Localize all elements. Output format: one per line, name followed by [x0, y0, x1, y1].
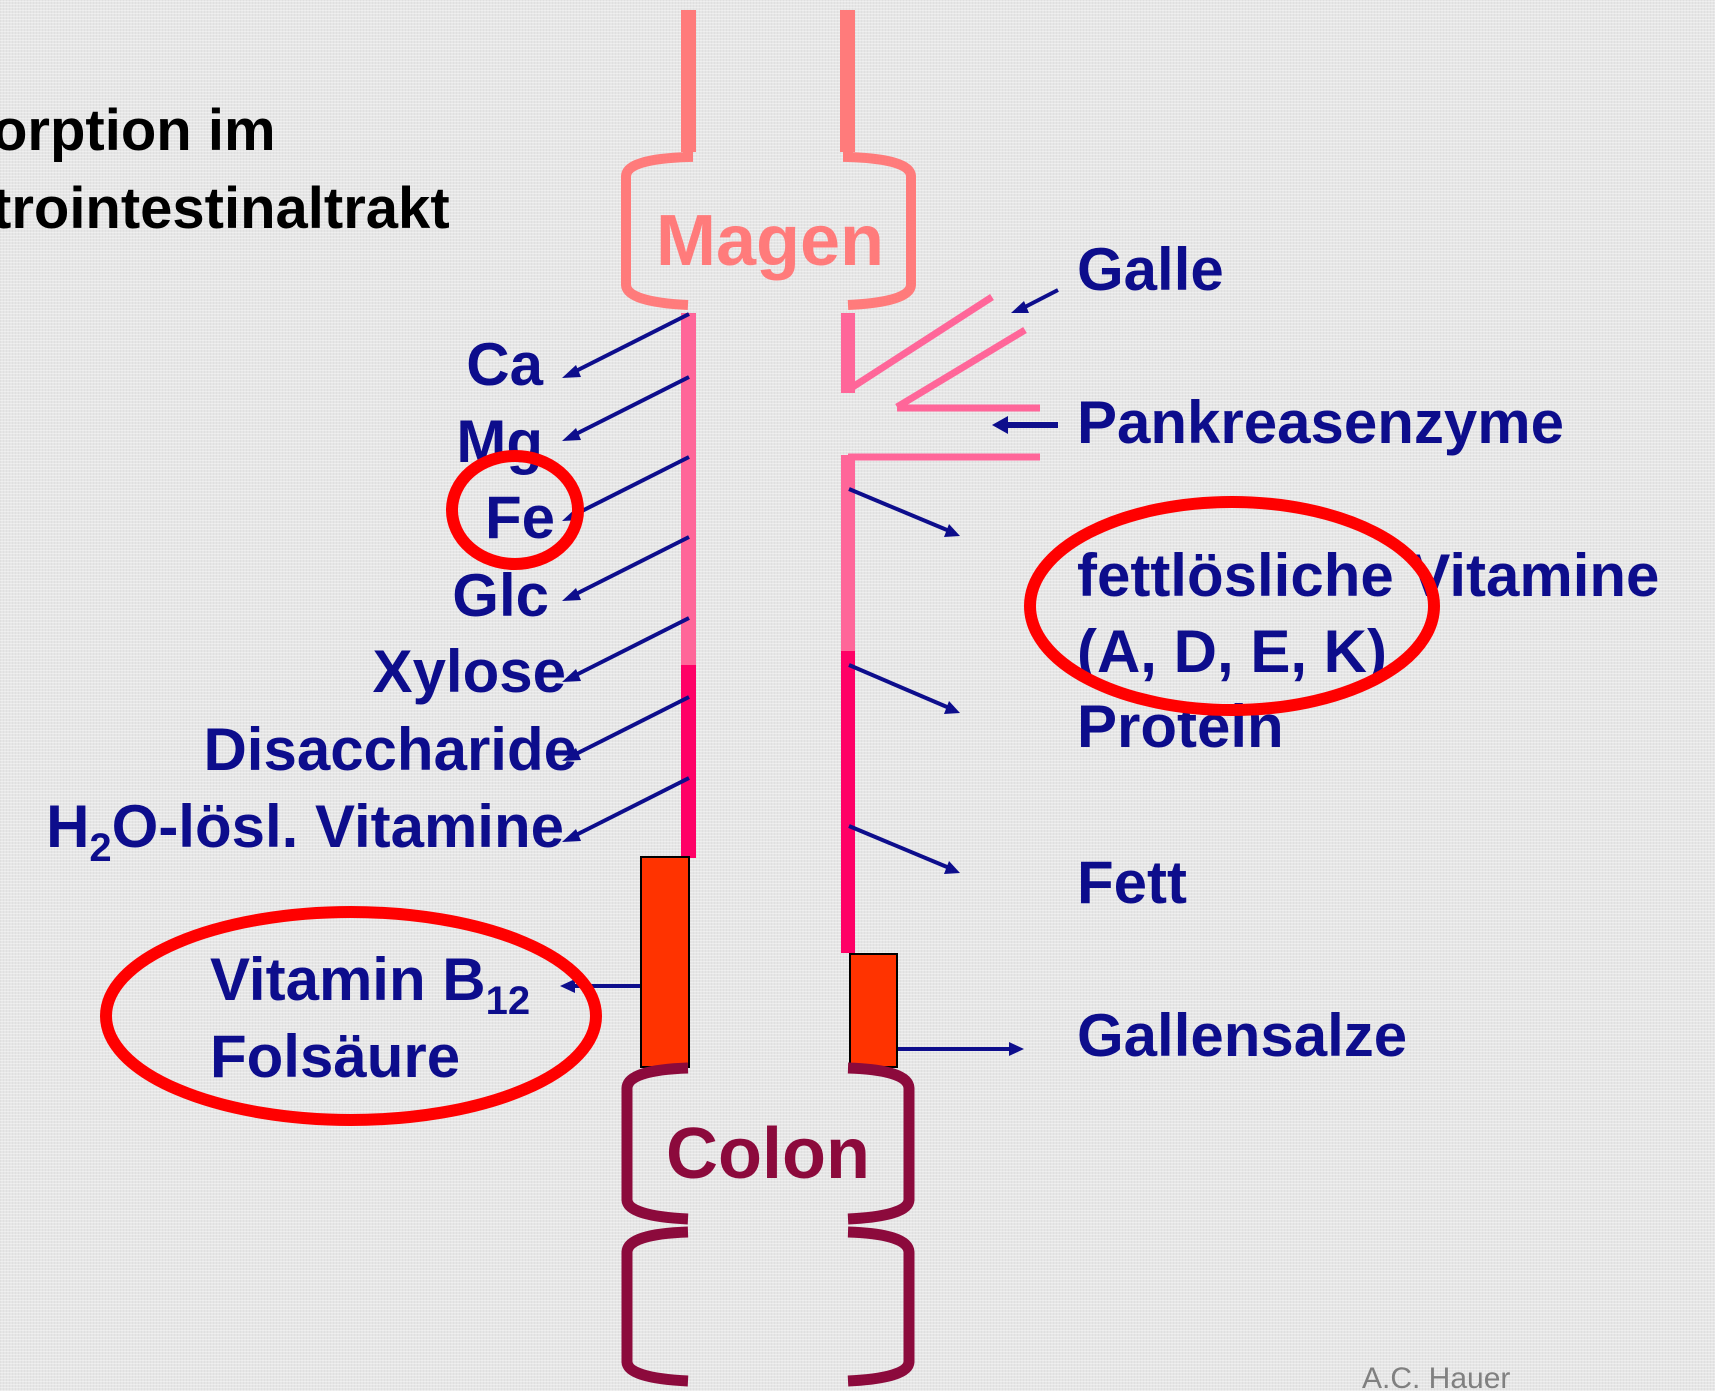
colon-label: Colon — [666, 1114, 870, 1194]
label-pankreasenzyme: Pankreasenzyme — [1077, 389, 1564, 456]
author-credit: A.C. Hauer — [1362, 1362, 1510, 1391]
label-glc: Glc — [452, 562, 549, 629]
terminal-ileum — [641, 857, 897, 1067]
label-galle: Galle — [1077, 236, 1224, 303]
label-fat-soluble-vitamins-list: (A, D, E, K) — [1077, 618, 1387, 685]
label-xylose: Xylose — [373, 638, 566, 705]
label-fett: Fett — [1077, 849, 1187, 916]
pancreatic-duct — [848, 408, 1040, 457]
bile-duct — [848, 297, 1025, 407]
title-line-2: trointestinaltrakt — [0, 176, 450, 241]
label-water-soluble-vitamins: H2O-lösl. Vitamine — [46, 793, 564, 870]
label-fat-soluble-vitamins: fettlösliche Vitamine — [1077, 542, 1659, 609]
title-line-1: orption im — [0, 98, 276, 163]
small-intestine — [681, 313, 855, 953]
label-ca: Ca — [466, 331, 543, 398]
label-mg: Mg — [456, 408, 543, 475]
esophagus — [681, 10, 855, 152]
label-folsaeure: Folsäure — [210, 1023, 460, 1090]
label-disaccharide: Disaccharide — [203, 716, 577, 783]
stomach-label: Magen — [656, 201, 884, 281]
label-fe: Fe — [485, 484, 555, 551]
label-vitamin-b12: Vitamin B12 — [210, 946, 530, 1023]
label-gallensalze: Gallensalze — [1077, 1002, 1407, 1069]
